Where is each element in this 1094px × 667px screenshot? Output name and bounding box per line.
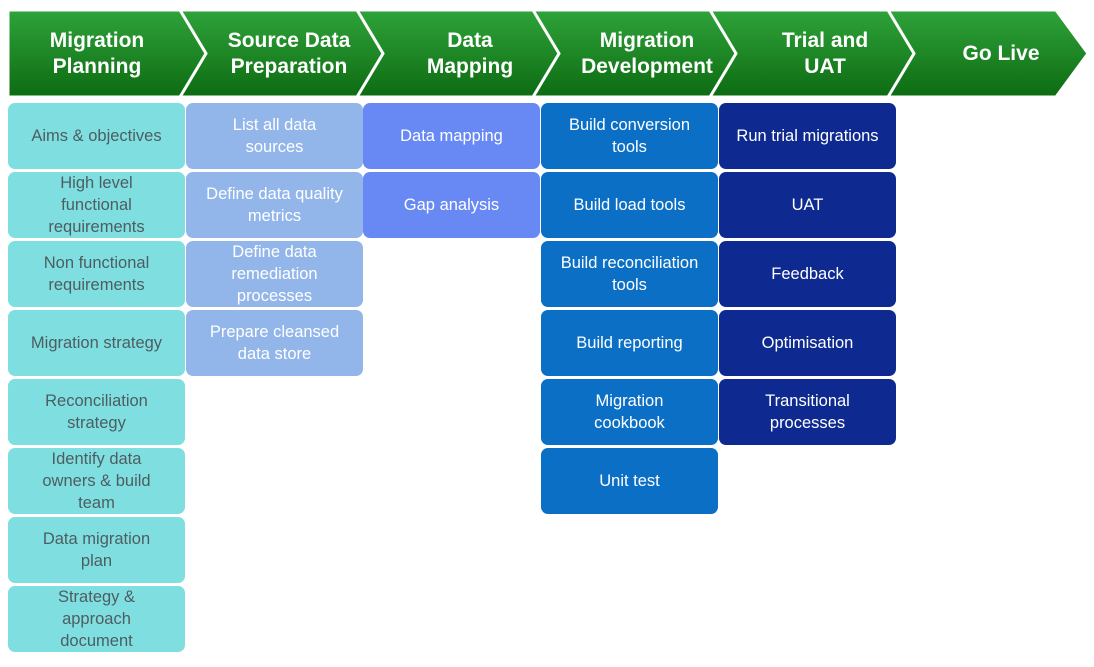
task-box: High level functional requirements (8, 172, 185, 238)
task-box: Aims & objectives (8, 103, 185, 169)
task-box: Data migration plan (8, 517, 185, 583)
task-box: Strategy & approach document (8, 586, 185, 652)
task-box: Feedback (719, 241, 896, 307)
task-box: Migration strategy (8, 310, 185, 376)
phase-label: Migration Planning (49, 29, 145, 78)
task-box: Identify data owners & build team (8, 448, 185, 514)
task-box: List all data sources (186, 103, 363, 169)
task-box: UAT (719, 172, 896, 238)
task-box: Run trial migrations (719, 103, 896, 169)
task-box: Optimisation (719, 310, 896, 376)
phase-label: Data Mapping (426, 29, 514, 78)
task-box: Build load tools (541, 172, 718, 238)
phase-label: Go Live (962, 42, 1040, 65)
task-box: Non functional requirements (8, 241, 185, 307)
task-box: Define data quality metrics (186, 172, 363, 238)
task-box: Build reconciliation tools (541, 241, 718, 307)
task-box: Gap analysis (363, 172, 540, 238)
task-box: Reconciliation strategy (8, 379, 185, 445)
phase-label: Migration Development (581, 29, 713, 78)
task-box: Transitional processes (719, 379, 896, 445)
task-box: Define data remediation processes (186, 241, 363, 307)
task-box: Migration cookbook (541, 379, 718, 445)
phase-chevron-bar (6, 8, 1090, 99)
phase-label: Source Data Preparation (227, 29, 351, 78)
task-box: Build conversion tools (541, 103, 718, 169)
task-box: Prepare cleansed data store (186, 310, 363, 376)
task-box: Data mapping (363, 103, 540, 169)
phase-label: Trial and UAT (781, 29, 869, 78)
task-box: Build reporting (541, 310, 718, 376)
task-box: Unit test (541, 448, 718, 514)
phase-chevron (885, 8, 1090, 99)
